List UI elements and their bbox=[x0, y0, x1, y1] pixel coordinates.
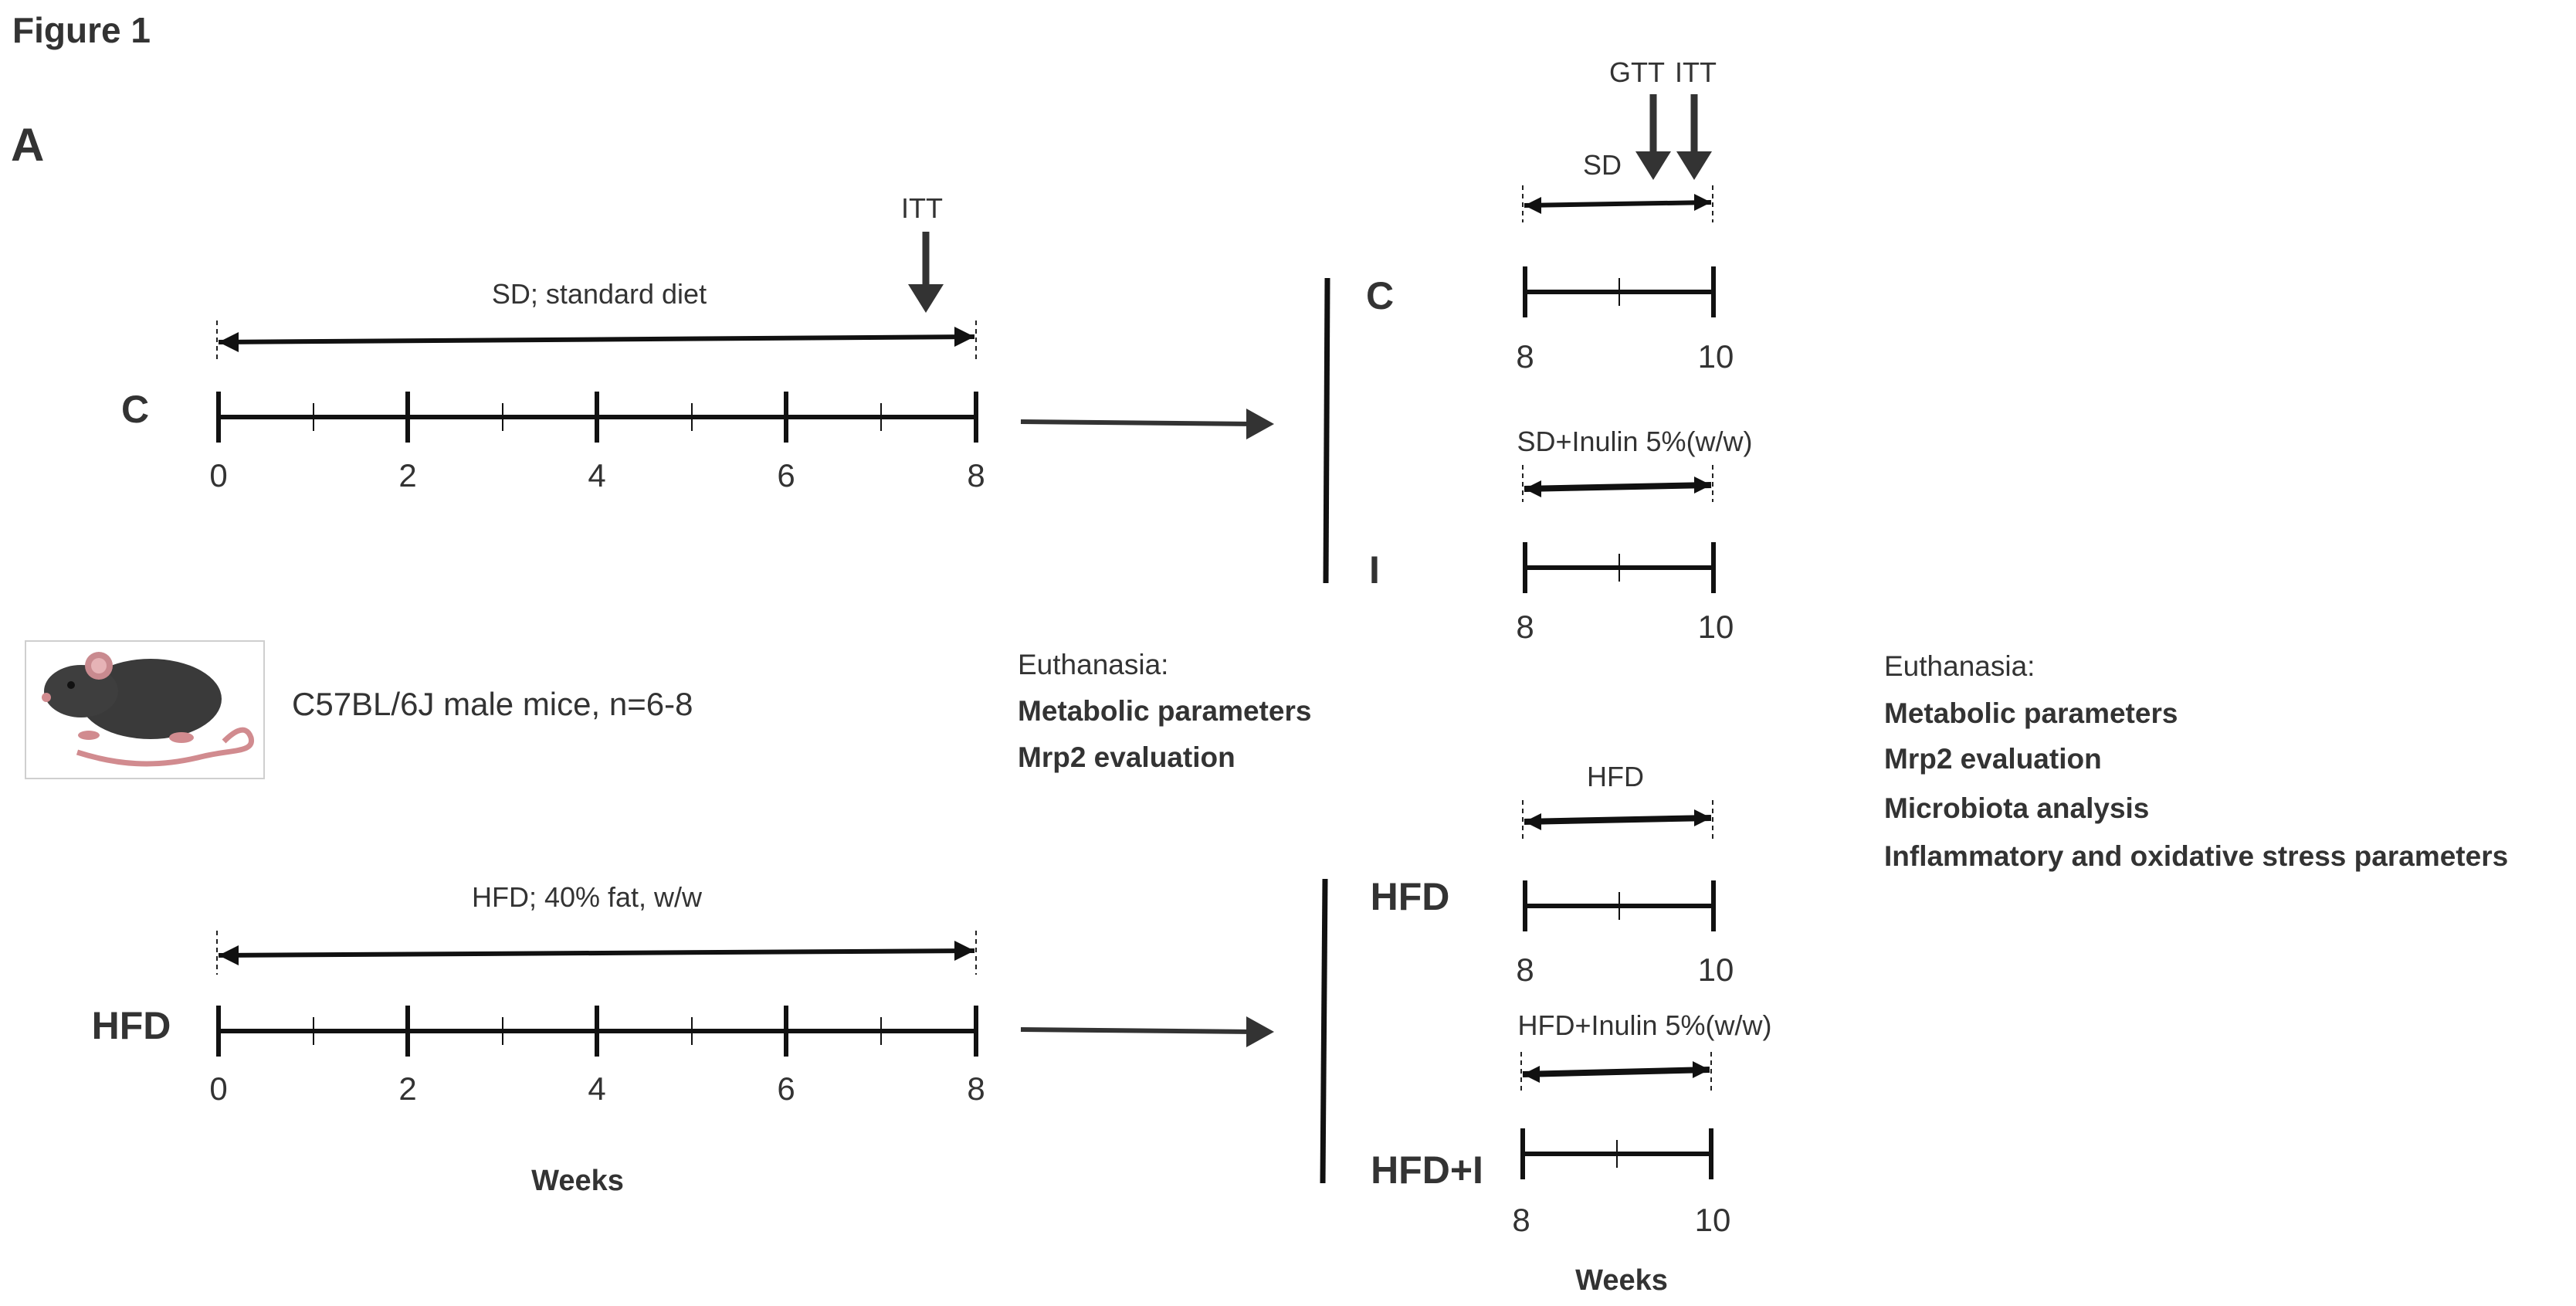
gtt-marker-label: GTT bbox=[1609, 56, 1665, 88]
hfd-diet-period-line bbox=[218, 948, 975, 958]
diet-period-line bbox=[1524, 482, 1712, 492]
euthanasia-title-2: Euthanasia: bbox=[1884, 650, 2035, 682]
diet-label: SD+Inulin 5%(w/w) bbox=[1517, 426, 1752, 457]
arrowhead-left bbox=[1524, 813, 1541, 830]
group-label-hfd: HFD bbox=[92, 1004, 171, 1047]
arrowhead-right bbox=[1694, 477, 1711, 494]
mouse-caption: C57BL/6J male mice, n=6-8 bbox=[292, 686, 693, 722]
arrowhead-left bbox=[219, 332, 239, 352]
phase1-hfd-timeline: HFD; 40% fat, w/w HFD 0 2 4 6 8 Weeks bbox=[92, 881, 985, 1197]
group-label-hfd: HFD bbox=[1371, 875, 1450, 918]
arrowhead-left bbox=[1524, 197, 1541, 214]
phase2-hfd-i-timeline: HFD+Inulin 5%(w/w) HFD+I 8 10 Weeks bbox=[1371, 1009, 1771, 1297]
arrowhead-right bbox=[954, 941, 974, 961]
arrowhead-left bbox=[1524, 480, 1541, 497]
euthanasia-item-2: Inflammatory and oxidative stress parame… bbox=[1884, 840, 2508, 872]
transition-arrow-hfd bbox=[1020, 1027, 1256, 1034]
mouse-image-box bbox=[25, 640, 265, 779]
euthanasia-item-1: Metabolic parameters bbox=[1018, 695, 1311, 727]
mouse-body bbox=[80, 659, 222, 739]
c-diet-period-line bbox=[218, 334, 975, 344]
euthanasia-item-2: Mrp2 evaluation bbox=[1884, 743, 2102, 775]
tick-label: 10 bbox=[1695, 1202, 1731, 1238]
transition-arrow-c bbox=[1020, 419, 1256, 426]
tick-label: 8 bbox=[1516, 952, 1534, 988]
tick-label: 10 bbox=[1698, 338, 1734, 375]
tick-label: 0 bbox=[209, 1070, 227, 1107]
itt-marker-label: ITT bbox=[1675, 56, 1717, 88]
mouse-paw bbox=[169, 732, 194, 743]
itt-marker-label: ITT bbox=[901, 192, 943, 224]
diet-period-line bbox=[1524, 815, 1712, 825]
arrowhead-right bbox=[1693, 1061, 1710, 1078]
bracket-hfd-groups bbox=[1320, 878, 1328, 1184]
tick-label: 6 bbox=[777, 457, 795, 494]
group-label-c: C bbox=[1366, 274, 1394, 317]
phase2-i-timeline: SD+Inulin 5%(w/w) I 8 10 bbox=[1369, 426, 1753, 645]
tick-label: 4 bbox=[588, 1070, 605, 1107]
mouse-ear-inner bbox=[91, 658, 107, 673]
mouse-eye bbox=[67, 681, 75, 689]
phase2-hfd-timeline: HFD HFD 8 10 bbox=[1371, 761, 1734, 988]
diet-label: SD bbox=[1583, 149, 1622, 181]
bracket-control-groups bbox=[1323, 277, 1330, 584]
phase1-c-timeline: SD; standard diet ITT C 0 2 4 6 8 bbox=[121, 192, 985, 494]
arrowhead-right bbox=[1694, 194, 1711, 211]
transition-arrowhead bbox=[1246, 409, 1274, 439]
phase2-c-timeline: SD C 8 10 bbox=[1366, 149, 1734, 375]
euthanasia-item-2: Metabolic parameters bbox=[1884, 697, 2178, 729]
arrowhead-left bbox=[219, 945, 239, 965]
hfd-diet-label: HFD; 40% fat, w/w bbox=[472, 881, 703, 913]
tick-label: 2 bbox=[398, 1070, 416, 1107]
arrowhead-right bbox=[954, 327, 974, 347]
mouse-icon bbox=[42, 652, 254, 767]
tick-label: 8 bbox=[1516, 338, 1534, 375]
mouse-nose bbox=[42, 693, 51, 702]
arrowhead-right bbox=[1694, 809, 1711, 826]
tick-label: 0 bbox=[209, 457, 227, 494]
euthanasia-item-1: Mrp2 evaluation bbox=[1018, 741, 1235, 773]
x-axis-title: Weeks bbox=[531, 1165, 624, 1197]
euthanasia-title-1: Euthanasia: bbox=[1018, 649, 1168, 680]
diet-label: HFD bbox=[1587, 761, 1644, 792]
itt-arrow-head bbox=[908, 284, 944, 313]
diet-label: HFD+Inulin 5%(w/w) bbox=[1517, 1009, 1771, 1041]
x-axis-title: Weeks bbox=[1575, 1264, 1668, 1297]
group-label-i: I bbox=[1369, 548, 1380, 592]
figure-title: Figure 1 bbox=[12, 10, 151, 50]
diet-period-line bbox=[1524, 200, 1712, 208]
tick-label: 6 bbox=[777, 1070, 795, 1107]
diet-period-line bbox=[1522, 1067, 1710, 1077]
tick-label: 8 bbox=[1516, 609, 1534, 645]
tick-label: 8 bbox=[1512, 1202, 1530, 1238]
tick-label: 2 bbox=[398, 457, 416, 494]
arrowhead-left bbox=[1523, 1066, 1540, 1083]
group-label-c: C bbox=[121, 388, 149, 431]
itt-arrow-head bbox=[1676, 151, 1712, 180]
c-diet-label: SD; standard diet bbox=[492, 278, 707, 310]
mouse-paw bbox=[78, 731, 100, 740]
mouse-tail bbox=[76, 727, 254, 767]
tick-label: 10 bbox=[1698, 952, 1734, 988]
tick-label: 8 bbox=[967, 1070, 985, 1107]
group-label-hfd-i: HFD+I bbox=[1371, 1148, 1483, 1192]
tick-label: 10 bbox=[1698, 609, 1734, 645]
transition-arrowhead bbox=[1246, 1016, 1274, 1047]
tick-label: 4 bbox=[588, 457, 605, 494]
panel-label: A bbox=[11, 119, 44, 171]
gtt-arrow-head bbox=[1635, 151, 1671, 180]
tick-label: 8 bbox=[967, 457, 985, 494]
euthanasia-item-2: Microbiota analysis bbox=[1884, 792, 2149, 824]
